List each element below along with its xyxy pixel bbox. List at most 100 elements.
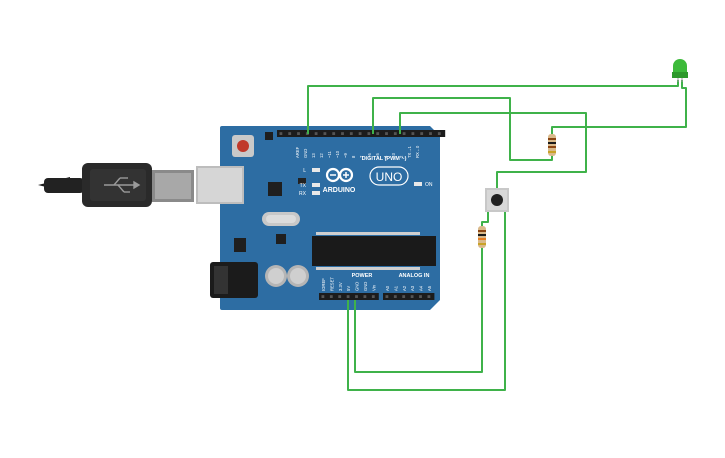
digital-header-pin[interactable] — [323, 132, 327, 135]
wire-pin7-resistor[interactable] — [372, 97, 553, 161]
pin-label: 3.3V — [338, 282, 343, 291]
led-tx — [312, 183, 320, 187]
pin-label: ~6 — [367, 153, 372, 158]
led[interactable] — [672, 59, 688, 82]
digital-header-pin[interactable] — [332, 132, 336, 135]
digital-header-pin[interactable] — [314, 132, 318, 135]
digital-header — [277, 130, 446, 137]
resistor-2-band-1 — [478, 230, 486, 232]
usb-cable[interactable] — [38, 163, 194, 207]
resistor-2-band-2 — [478, 234, 486, 236]
resistor-2[interactable] — [478, 226, 486, 248]
analog-header-pin[interactable] — [410, 295, 414, 298]
digital-header-pin[interactable] — [429, 132, 432, 135]
led-base — [672, 72, 688, 78]
usb-socket-face — [198, 168, 242, 202]
power-header-label: POWER — [352, 273, 373, 279]
pin-label: 13 — [311, 153, 316, 158]
digital-header-pin[interactable] — [411, 132, 415, 135]
analog-header — [383, 293, 435, 300]
wire-gnd-led[interactable] — [307, 80, 679, 134]
resistor-1-band-4 — [548, 151, 556, 153]
digital-header-pin[interactable] — [288, 132, 292, 135]
pin-label: ~10 — [335, 150, 340, 158]
wire-5v-button[interactable] — [347, 212, 506, 391]
pin-label: GND — [355, 282, 360, 291]
resistor-1-band-1 — [548, 138, 556, 140]
pin-label: A4 — [419, 285, 424, 291]
digital-header-pin[interactable] — [341, 132, 344, 135]
resistor-2-band-4 — [478, 243, 486, 245]
wire-led-resistor[interactable] — [551, 80, 687, 135]
digital-header-pin[interactable] — [349, 132, 353, 135]
pin-label: TX→1 — [407, 145, 412, 158]
analog-header-pin[interactable] — [419, 295, 422, 298]
resistor-1[interactable] — [548, 134, 556, 156]
pin-label: Vin — [371, 284, 376, 291]
arduino-board[interactable]: L TX RX ON ARDUINO UNO DIGITAL (PWM ~) A… — [196, 126, 446, 310]
wires — [307, 80, 687, 391]
power-header-pin[interactable] — [329, 295, 333, 298]
pin-label: 5V — [346, 286, 351, 291]
led-body — [673, 59, 687, 72]
voltage-regulator — [234, 238, 246, 252]
pin-label: RX←0 — [415, 145, 420, 158]
pin-label: A0 — [385, 285, 390, 291]
digital-header-pin[interactable] — [420, 132, 424, 135]
reset-button-cap[interactable] — [237, 140, 249, 152]
analog-header-pin[interactable] — [393, 295, 397, 298]
pin-label: ~9 — [343, 153, 348, 158]
analog-header-pin[interactable] — [427, 295, 431, 298]
power-header — [319, 293, 379, 300]
digital-header-pin[interactable] — [385, 132, 388, 135]
resistor-2-band-3 — [478, 238, 486, 240]
digital-header-pin[interactable] — [367, 132, 371, 135]
analog-header-pin[interactable] — [385, 295, 389, 298]
wire-resistor-gnd[interactable] — [354, 246, 483, 373]
resistor-1-band-2 — [548, 142, 556, 144]
usb-plug-metal-inner — [155, 173, 191, 199]
power-header-pin[interactable] — [346, 295, 350, 298]
on-label: ON — [425, 182, 433, 188]
digital-header-pin[interactable] — [402, 132, 406, 135]
digital-header-pin[interactable] — [376, 132, 380, 135]
smd-component — [298, 178, 306, 184]
digital-header-pin[interactable] — [393, 132, 397, 135]
wire-pin4-button[interactable] — [399, 112, 587, 188]
digital-header-pin[interactable] — [279, 132, 283, 135]
arduino-logo-icon — [325, 167, 354, 183]
pin-label: RESET — [329, 277, 334, 291]
power-header-pin[interactable] — [355, 295, 358, 298]
digital-header-pin[interactable] — [358, 132, 362, 135]
digital-header-pin[interactable] — [297, 132, 300, 135]
pin-label: 12 — [319, 153, 324, 158]
led-label-l: L — [303, 168, 306, 174]
power-header-pin[interactable] — [321, 295, 325, 298]
atmega-pins — [316, 232, 420, 270]
pin-label: IOREF — [321, 278, 326, 291]
power-header-pin[interactable] — [363, 295, 367, 298]
usb-chip — [268, 182, 282, 196]
power-header-pin[interactable] — [338, 295, 342, 298]
led-rx — [312, 191, 320, 195]
pin-label: A5 — [427, 285, 432, 291]
pin-label: ~11 — [327, 151, 332, 158]
capacitor-1-top — [268, 268, 284, 284]
pushbutton[interactable] — [485, 188, 509, 212]
pin-label: 8 — [351, 155, 356, 158]
pin-label: A1 — [393, 285, 398, 291]
analog-header-pin[interactable] — [402, 295, 406, 298]
power-header-pin[interactable] — [371, 295, 375, 298]
digital-header-pin[interactable] — [437, 132, 441, 135]
pushbutton-cap[interactable] — [491, 194, 503, 206]
smd-chip — [276, 234, 286, 244]
usb-symbol-icon — [104, 177, 141, 193]
wire-button-resistor[interactable] — [481, 212, 489, 228]
model-badge — [369, 166, 409, 186]
pin-label: 7 — [359, 155, 364, 158]
